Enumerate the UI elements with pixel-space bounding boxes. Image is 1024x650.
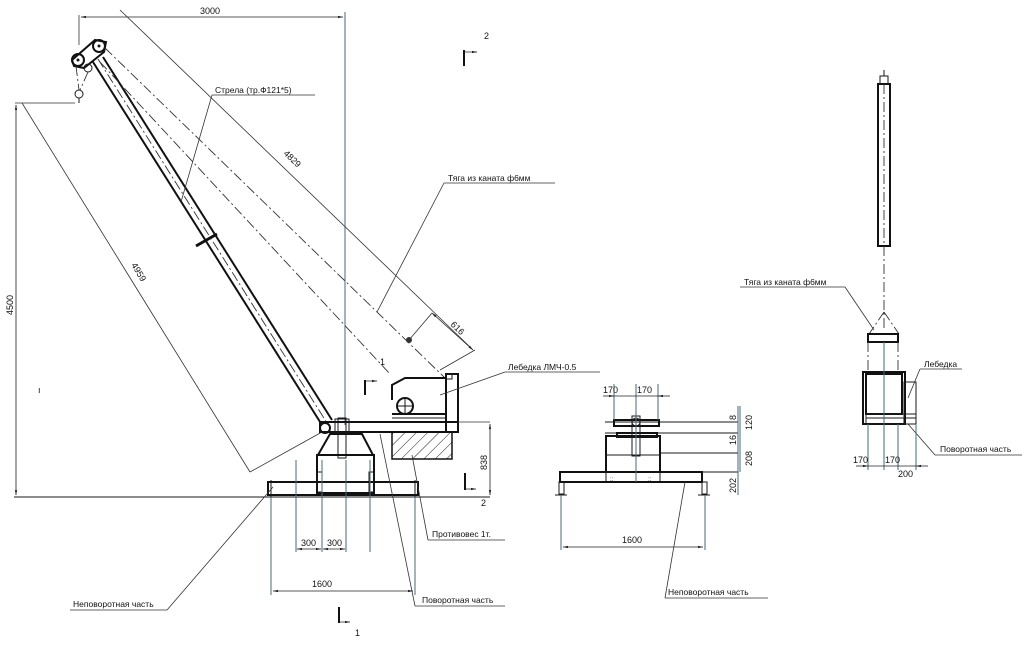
base-frame [267, 480, 419, 497]
non-rotating-label-text: Неповоротная часть [73, 599, 154, 609]
section-dim-8: 8 [728, 415, 738, 420]
boom [92, 56, 333, 426]
stray-mark: ı [38, 385, 41, 395]
winch-label: Лебедка ЛМЧ-0.5 [439, 362, 600, 396]
dim-height: 4500 [5, 102, 75, 496]
section-non-rotating-label: Неповоротная часть [668, 587, 749, 597]
counterweight [391, 431, 453, 460]
rope-rod-label-text: Тяга из каната ф6мм [448, 173, 531, 183]
rotating-label-text: Поворотная часть [422, 595, 494, 605]
section-dim-base-width: 1600 [622, 535, 642, 545]
counterweight-label: Противовес 1т. [411, 454, 505, 541]
boom-label: Стрела (тр.Ф121*5) [180, 85, 315, 203]
side-rope-label: Тяга из каната ф6мм [744, 277, 827, 287]
rope-line-upper [104, 47, 446, 379]
dim-height-text: 4500 [5, 295, 15, 315]
svg-text:::: :: [610, 477, 614, 483]
side-rotating-label: Поворотная часть [940, 444, 1012, 454]
rope-line-lower [99, 61, 391, 375]
section-view: :: :: 170 170 8 16 120 208 202 1600 [555, 384, 768, 599]
main-view: 3000 4500 [5, 6, 600, 638]
section-mark-1-bottom: 1 [338, 607, 360, 638]
dim-half: 300 300 [296, 538, 346, 551]
section-2-bottom-text: 2 [481, 498, 486, 508]
dim-base-height-text: 838 [479, 455, 489, 470]
section-dim-left: 170 [603, 385, 618, 395]
dim-reach-text: 3000 [200, 6, 220, 16]
dim-reach: 3000 [78, 6, 346, 425]
dim-offset-text: 616 [449, 319, 467, 337]
section-dim-208: 208 [744, 451, 754, 466]
counterweight-label-text: Противовес 1т. [432, 529, 491, 539]
rotating-label: Поворотная часть [379, 433, 505, 607]
dim-rope-text: 4829 [282, 148, 303, 169]
dim-base-width: 1600 [272, 579, 414, 593]
section-mark-1-top: 1 [364, 357, 385, 395]
winch [391, 373, 459, 433]
dim-half-right-text: 300 [327, 538, 342, 548]
side-dim-left: 170 [853, 455, 868, 465]
dim-base-height: 838 [458, 421, 492, 496]
side-view: Тяга из каната ф6мм Лебедка Поворотная ч… [740, 70, 1022, 479]
rotating-beam [319, 417, 459, 459]
dim-half-left-text: 300 [301, 538, 316, 548]
section-mark-2-top: 2 [463, 31, 489, 66]
section-mark-2-bottom: 2 [464, 473, 486, 508]
section-dim-16: 16 [728, 435, 738, 445]
section-dim-120: 120 [744, 415, 754, 430]
section-1-top-text: 1 [380, 357, 385, 367]
side-dim-200: 200 [898, 469, 913, 479]
section-dim-right: 170 [637, 385, 652, 395]
dim-offset: 616 [408, 312, 476, 371]
winch-label-text: Лебедка ЛМЧ-0.5 [508, 362, 577, 372]
side-winch-label: Лебедка [924, 359, 957, 369]
dim-base-width-text: 1600 [312, 579, 332, 589]
svg-text:::: :: [648, 477, 652, 483]
side-dim-right: 170 [885, 455, 900, 465]
boom-head [70, 38, 108, 103]
dim-boom-text: 4959 [129, 261, 148, 283]
section-2-top-text: 2 [484, 31, 489, 41]
non-rotating-label: Неповоротная часть [70, 486, 274, 611]
rope-rod-label: Тяга из каната ф6мм [376, 173, 555, 313]
section-dim-202: 202 [728, 478, 738, 493]
section-1-bottom-text: 1 [355, 628, 360, 638]
dim-rope: 4829 [119, 9, 471, 348]
dim-boom: 4959 [21, 102, 323, 473]
boom-label-text: Стрела (тр.Ф121*5) [215, 85, 292, 95]
